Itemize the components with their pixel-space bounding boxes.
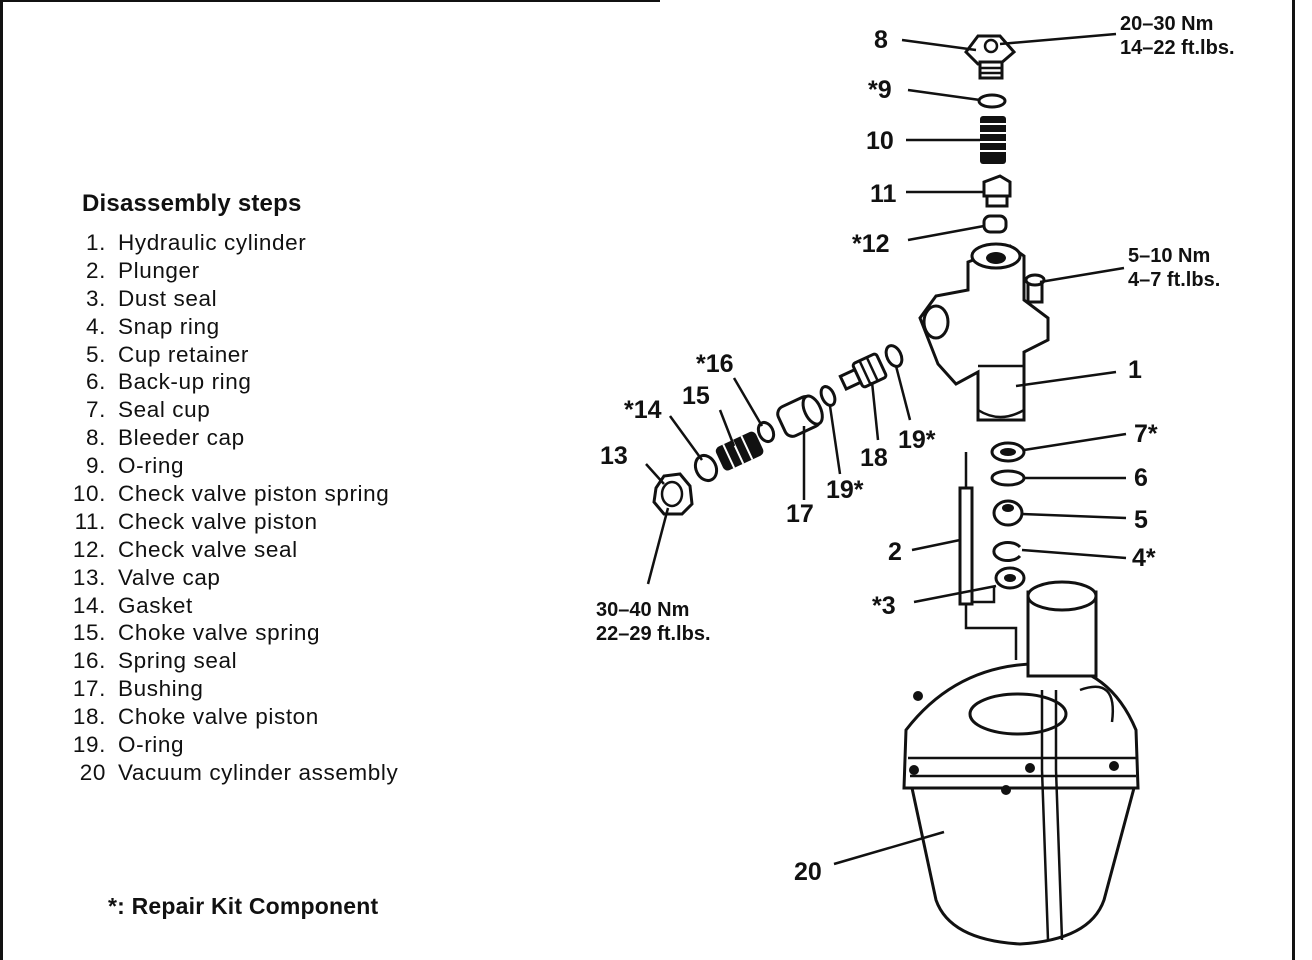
- list-item: 18.Choke valve piston: [72, 704, 319, 730]
- callout-10: 10: [866, 127, 894, 155]
- callout-20: 20: [794, 858, 822, 886]
- cup-retainer-part: [992, 499, 1024, 527]
- repair-kit-footnote: *: Repair Kit Component: [108, 893, 379, 919]
- choke-valve-spring-part: [715, 431, 764, 471]
- check-valve-piston-part: [982, 174, 1012, 208]
- torque-bolt-ftlb: 4–7 ft.lbs.: [1128, 269, 1220, 291]
- list-item: 15.Choke valve spring: [72, 620, 321, 646]
- callout-13: 13: [600, 442, 628, 470]
- list-item: 16.Spring seal: [72, 648, 238, 674]
- o-ring-9-part: [977, 93, 1007, 109]
- o-ring-19a-part: [819, 385, 837, 407]
- hydraulic-cylinder-part: [918, 242, 1050, 422]
- list-item: 10.Check valve piston spring: [72, 481, 390, 507]
- torque-valve-cap-ftlb: 22–29 ft.lbs.: [596, 623, 711, 645]
- callout-5: 5: [1134, 506, 1148, 534]
- callout-19b: 19*: [898, 426, 936, 454]
- list-item: 3.Dust seal: [86, 285, 218, 311]
- callout-11: 11: [870, 180, 897, 208]
- torque-bleeder-nm: 20–30 Nm: [1120, 13, 1213, 35]
- callout-16: *16: [696, 350, 734, 378]
- callout-6: 6: [1134, 464, 1148, 492]
- disassembly-steps-list: 1.Hydraulic cylinder 2.Plunger 3.Dust se…: [64, 229, 398, 787]
- callout-17: 17: [786, 500, 814, 528]
- callout-1: 1: [1128, 356, 1142, 384]
- back-up-ring-part: [990, 469, 1026, 487]
- callout-3: *3: [872, 592, 896, 620]
- callout-9: *9: [868, 76, 892, 104]
- list-item: 13.Valve cap: [72, 564, 221, 590]
- torque-valve-cap-nm: 30–40 Nm: [596, 599, 689, 621]
- list-item: 1.Hydraulic cylinder: [86, 230, 307, 255]
- o-ring-19b-part: [884, 344, 904, 368]
- callout-2: 2: [888, 538, 902, 566]
- callout-12: *12: [852, 230, 890, 258]
- list-item: 12.Check valve seal: [72, 536, 298, 562]
- callout-7: 7*: [1134, 420, 1158, 448]
- list-item: 6.Back-up ring: [86, 369, 252, 395]
- vacuum-cylinder-part: [902, 580, 1140, 946]
- frame-left-border: [0, 0, 3, 960]
- list-item: 9.O-ring: [86, 453, 185, 479]
- list-item: 5.Cup retainer: [86, 341, 250, 367]
- callout-19a: 19*: [826, 476, 864, 504]
- bushing-part: [776, 394, 824, 438]
- list-item: 19.O-ring: [72, 732, 185, 758]
- leader-lines: [645, 32, 1127, 866]
- list-item: 4.Snap ring: [86, 313, 220, 339]
- callout-4: 4*: [1132, 544, 1156, 572]
- list-item: 14.Gasket: [72, 592, 193, 618]
- torque-bolt-nm: 5–10 Nm: [1128, 245, 1210, 267]
- mounting-bolt-part: [1024, 273, 1046, 304]
- dust-seal-part: [994, 566, 1026, 590]
- check-valve-seal-part: [982, 214, 1008, 234]
- callout-labels: 8 *9 10 11 *12 1 7* 6 5 4* 2 *3 20 13 *1…: [600, 26, 1158, 886]
- legend-title: Disassembly steps: [82, 190, 302, 217]
- list-item: 11.Check valve piston: [74, 508, 318, 534]
- callout-18: 18: [860, 444, 888, 472]
- snap-ring-part: [992, 541, 1022, 562]
- frame-top-border: [0, 0, 660, 2]
- callout-15: 15: [682, 382, 710, 410]
- list-item: 2.Plunger: [86, 257, 200, 283]
- plunger-part: [958, 452, 1018, 660]
- list-item: 7.Seal cup: [86, 397, 211, 423]
- torque-bleeder-ftlb: 14–22 ft.lbs.: [1120, 37, 1235, 59]
- torque-specs: 20–30 Nm 14–22 ft.lbs. 5–10 Nm 4–7 ft.lb…: [596, 13, 1235, 645]
- frame-right-border: [1292, 0, 1295, 960]
- list-item: 17.Bushing: [72, 676, 204, 702]
- check-valve-spring-part: [980, 116, 1006, 164]
- callout-14: *14: [624, 396, 662, 424]
- choke-valve-piston-part: [838, 352, 888, 392]
- callout-8: 8: [874, 26, 888, 54]
- spring-seal-part: [756, 420, 776, 444]
- list-item: 8.Bleeder cap: [86, 425, 245, 451]
- gasket-part: [693, 453, 719, 483]
